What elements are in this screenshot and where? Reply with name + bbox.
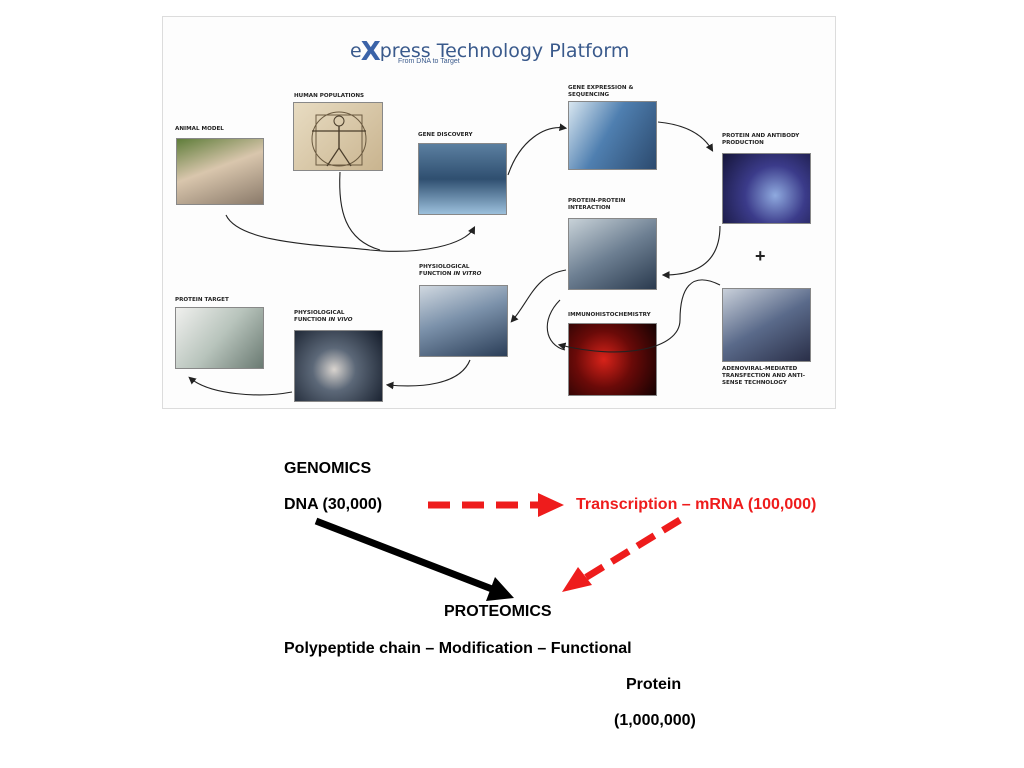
protein-count-label: (1,000,000) — [614, 712, 696, 729]
label-vitro-line3: IN VITRO — [453, 271, 482, 277]
label-gene-discovery: GENE DISCOVERY — [418, 132, 473, 138]
platform-subtitle: From DNA to Target — [398, 58, 460, 65]
dna-to-proteomics-arrow-shaft — [314, 517, 494, 593]
dna-to-transcription-arrowhead — [538, 493, 564, 517]
physiological-vivo-image — [294, 330, 383, 402]
connector-vivo-to-target — [188, 376, 293, 396]
label-vivo-line3: IN VIVO — [328, 317, 353, 323]
protein-target-image — [175, 307, 264, 369]
connector-human-to-gene — [339, 171, 381, 251]
physiological-vitro-image — [419, 285, 508, 357]
connector-gene-to-expression — [507, 123, 568, 176]
protein-protein-image — [568, 218, 657, 290]
proteomics-heading: PROTEOMICS — [444, 603, 552, 620]
label-physiological-vitro: PHYSIOLOGICAL FUNCTION IN VITRO — [419, 264, 481, 278]
connector-protein-to-interaction — [661, 225, 721, 279]
label-immuno: IMMUNOHISTOCHEMISTRY — [568, 312, 651, 318]
label-vivo-line1: PHYSIOLOGICAL — [294, 310, 345, 316]
title-x-chromosome: X — [360, 37, 381, 67]
adenoviral-image — [722, 288, 811, 362]
polypeptide-label: Polypeptide chain – Modification – Funct… — [284, 640, 632, 657]
label-vitro-line1: PHYSIOLOGICAL — [419, 264, 470, 270]
connector-interaction-to-vitro — [510, 269, 567, 323]
connector-expression-to-protein — [657, 121, 714, 152]
diagram-connectors — [188, 121, 721, 396]
animal-model-image — [176, 138, 264, 205]
gene-expression-image — [568, 101, 657, 170]
label-animal-model: ANIMAL MODEL — [175, 126, 224, 132]
genomics-heading: GENOMICS — [284, 460, 372, 477]
vitruvian-man-image — [293, 102, 383, 171]
transcription-to-proteomics-arrowhead — [562, 567, 592, 592]
transcription-label: Transcription – mRNA (100,000) — [576, 496, 817, 513]
label-protein-protein: PROTEIN-PROTEIN INTERACTION — [568, 198, 626, 211]
gene-discovery-image — [418, 143, 507, 215]
dna-label: DNA (30,000) — [284, 496, 383, 513]
label-vivo-line2: FUNCTION — [294, 317, 327, 323]
label-adenoviral: ADENOVIRAL-MEDIATED TRANSFECTION AND ANT… — [722, 366, 806, 386]
connector-immuno-loop — [546, 299, 566, 351]
title-rest: press Technology Platform — [379, 40, 630, 62]
label-protein-antibody: PROTEIN AND ANTIBODY PRODUCTION — [722, 133, 800, 146]
immunohistochemistry-image — [568, 323, 657, 396]
connector-vitro-to-vivo — [385, 359, 471, 390]
protein-antibody-image — [722, 153, 811, 224]
connector-adeno-to-immuno — [557, 279, 721, 353]
transcription-to-proteomics-arrow-shaft — [583, 517, 682, 581]
title-e: e — [350, 40, 362, 62]
dna-to-proteomics-arrowhead — [486, 577, 514, 601]
label-physiological-vivo: PHYSIOLOGICAL FUNCTION IN VIVO — [294, 310, 353, 324]
platform-title-text: eXpress Technology Platform — [350, 34, 630, 67]
connector-animal-to-gene — [225, 214, 476, 252]
label-gene-expression: GENE EXPRESSION & SEQUENCING — [568, 85, 634, 98]
plus-sign: + — [755, 246, 766, 266]
label-protein-target: PROTEIN TARGET — [175, 297, 229, 303]
label-vitro-line2: FUNCTION — [419, 271, 452, 277]
protein-label: Protein — [626, 676, 682, 693]
label-human-populations: HUMAN POPULATIONS — [294, 93, 365, 99]
